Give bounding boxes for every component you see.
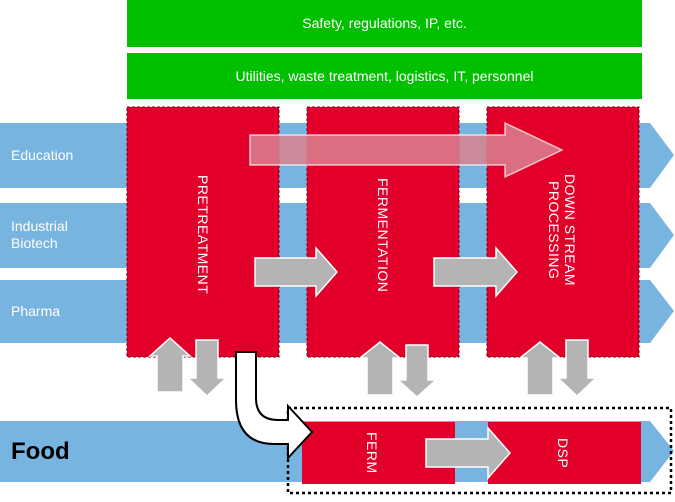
up-arrow-1	[148, 336, 192, 393]
downstream-label: DOWN STREAM PROCESSING	[546, 173, 578, 287]
fermentation-label: FERMENTATION	[375, 177, 391, 293]
safety-bar-text: Safety, regulations, IP, etc.	[302, 15, 467, 31]
utilities-bar	[127, 53, 642, 99]
pretreatment-label: PRETREATMENT	[195, 175, 211, 295]
food-ferm-label: FERM	[364, 432, 380, 474]
sector-label-industrial-biotech: Industrial Biotech	[11, 218, 68, 251]
food-label: Food	[11, 438, 70, 465]
pretreat-to-ferm-arrow	[254, 246, 338, 298]
sector-label-education: Education	[11, 147, 74, 163]
utilities-bar-text: Utilities, waste treatment, logistics, I…	[235, 68, 534, 84]
ferm-to-dsp-arrow	[433, 246, 518, 298]
down-arrow-3	[556, 339, 598, 398]
food-ferm-to-dsp-arrow	[425, 426, 511, 480]
safety-bar	[127, 0, 642, 47]
food-dsp-label: DSP	[555, 437, 571, 469]
down-arrow-1	[186, 339, 228, 398]
sector-label-pharma: Pharma	[11, 303, 61, 319]
pink-overlay-arrow	[249, 121, 564, 179]
down-arrow-2	[396, 344, 438, 399]
curved-down-arrow	[235, 351, 314, 461]
up-arrow-3	[517, 341, 563, 396]
food-dsp-block	[488, 422, 641, 484]
up-arrow-2	[357, 341, 403, 396]
